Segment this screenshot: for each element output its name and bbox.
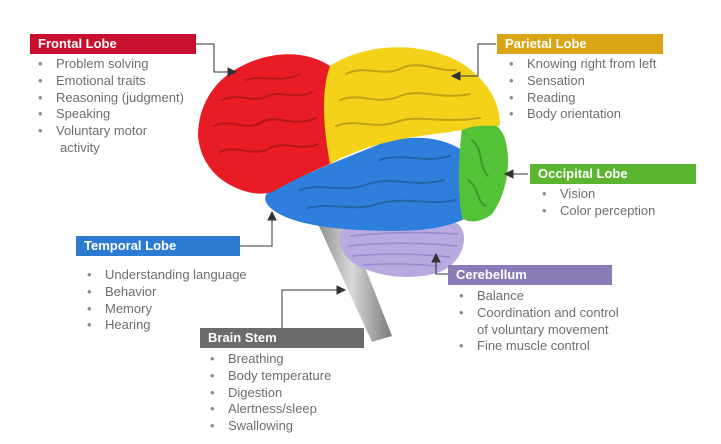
list-item: Memory bbox=[83, 301, 247, 318]
list-item: Problem solving bbox=[34, 56, 184, 73]
list-item: Coordination and control of voluntary mo… bbox=[455, 305, 619, 339]
temporal-lobe-functions: Understanding language Behavior Memory H… bbox=[83, 267, 247, 334]
list-item: Color perception bbox=[538, 203, 655, 220]
list-item: Reasoning (judgment) bbox=[34, 90, 184, 107]
list-item: Hearing bbox=[83, 317, 247, 334]
list-item: Body temperature bbox=[206, 368, 331, 385]
temporal-lobe-label: Temporal Lobe bbox=[76, 236, 240, 256]
list-item: Understanding language bbox=[83, 267, 247, 284]
list-item: Breathing bbox=[206, 351, 331, 368]
list-item: Knowing right from left bbox=[505, 56, 656, 73]
parietal-lobe-title: Parietal Lobe bbox=[505, 36, 587, 51]
cerebellum-label: Cerebellum bbox=[448, 265, 612, 285]
list-item: Sensation bbox=[505, 73, 656, 90]
temporal-lobe-shape bbox=[265, 137, 471, 231]
frontal-lobe-label: Frontal Lobe bbox=[30, 34, 196, 54]
connector-lines bbox=[196, 43, 528, 328]
list-item: Behavior bbox=[83, 284, 247, 301]
parietal-lobe-label: Parietal Lobe bbox=[497, 34, 663, 54]
list-item-continuation: of voluntary movement bbox=[477, 321, 609, 337]
list-item: Speaking bbox=[34, 106, 184, 123]
temporal-connector bbox=[240, 216, 273, 247]
list-item: Balance bbox=[455, 288, 619, 305]
occipital-lobe-title: Occipital Lobe bbox=[538, 166, 628, 181]
brain-stem-title: Brain Stem bbox=[208, 330, 277, 345]
occipital-lobe-label: Occipital Lobe bbox=[530, 164, 696, 184]
parietal-connector bbox=[456, 43, 496, 77]
frontal-lobe-functions: Problem solving Emotional traits Reasoni… bbox=[34, 56, 184, 157]
occipital-lobe-shape bbox=[459, 120, 508, 222]
list-item: Digestion bbox=[206, 385, 331, 402]
list-item: Fine muscle control bbox=[455, 338, 619, 355]
list-item: Voluntary motor activity bbox=[34, 123, 184, 157]
list-item: Vision bbox=[538, 186, 655, 203]
brain-stem-label: Brain Stem bbox=[200, 328, 364, 348]
cerebellum-title: Cerebellum bbox=[456, 267, 527, 282]
occipital-lobe-functions: Vision Color perception bbox=[538, 186, 655, 220]
temporal-lobe-title: Temporal Lobe bbox=[84, 238, 177, 253]
cerebellum-functions: Balance Coordination and control of volu… bbox=[455, 288, 619, 355]
frontal-lobe-shape bbox=[198, 54, 330, 194]
brain-stem-functions: Breathing Body temperature Digestion Ale… bbox=[206, 351, 331, 435]
cerebellum-connector bbox=[435, 258, 448, 275]
frontal-connector bbox=[196, 43, 232, 73]
list-item: Emotional traits bbox=[34, 73, 184, 90]
brain-stem-shape bbox=[318, 224, 392, 342]
list-item: Body orientation bbox=[505, 106, 656, 123]
frontal-lobe-title: Frontal Lobe bbox=[38, 36, 117, 51]
list-item: Alertness/sleep bbox=[206, 401, 331, 418]
list-item: Reading bbox=[505, 90, 656, 107]
list-item-continuation: activity bbox=[60, 139, 100, 155]
list-item: Swallowing bbox=[206, 418, 331, 435]
brain-stem-connector bbox=[281, 289, 340, 328]
parietal-lobe-functions: Knowing right from left Sensation Readin… bbox=[505, 56, 656, 123]
